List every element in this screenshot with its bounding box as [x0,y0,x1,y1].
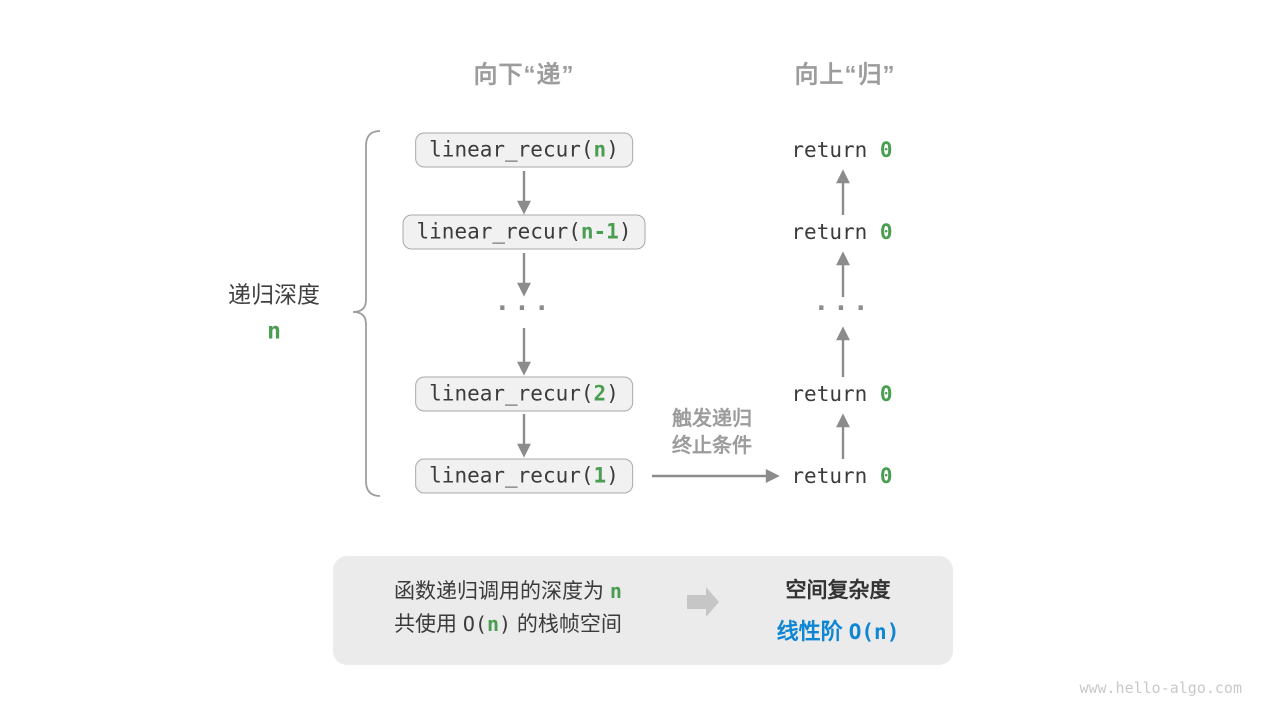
summary-text: 的栈帧空间 [511,613,622,636]
return-value: 0 [879,220,893,244]
return-value: 0 [879,138,893,162]
call-arg: 1 [593,463,607,488]
column-header-return: 向上“归” [794,61,896,89]
arrow-right-head-icon [765,469,780,483]
call-box-n: linear_recur(n) [415,132,633,168]
summary-arg: n [609,579,622,603]
arrow-up-head-icon [836,169,850,184]
column-header-recurse: 向下“递” [473,61,575,89]
summary-code: ) [499,612,512,636]
arrow-up-head-icon [836,251,850,266]
summary-panel [333,556,953,665]
call-text: ) [606,463,619,488]
return-row: return 0 [791,382,892,406]
base-case-label: 触发递归 终止条件 [672,406,752,460]
recursion-depth-value: n [267,318,281,345]
arrow-down-head-icon [517,361,531,376]
space-complexity-title: 空间复杂度 [785,579,891,602]
arrow-down-head-icon [517,200,531,215]
summary-line-1: 函数递归调用的深度为 n [394,575,622,605]
call-text: linear_recur( [416,219,581,244]
summary-text: 函数递归调用的深度为 [394,580,610,603]
recursion-depth-label: 递归深度 n [228,276,320,345]
call-text: linear_recur( [429,137,594,162]
summary-arg: n [487,612,500,636]
call-box-1: linear_recur(1) [415,458,633,494]
return-text: return [791,138,880,162]
depth-brace-icon [352,130,381,497]
complexity-order-label: 线性阶 [776,619,849,644]
ellipsis-right: ... [813,287,873,317]
complexity-notation: O(n) [848,620,900,644]
return-value: 0 [879,382,893,406]
return-row: return 0 [791,220,892,244]
call-box-n-1: linear_recur(n-1) [402,214,646,250]
call-box-2: linear_recur(2) [415,376,633,412]
base-case-label-line1: 触发递归 [672,408,752,430]
summary-text: 共使用 [394,613,463,636]
ellipsis-left: ... [494,287,554,317]
call-arg: n-1 [580,219,619,244]
arrow-down-head-icon [517,443,531,458]
recursion-depth-text: 递归深度 [228,281,320,308]
summary-line-2: 共使用 O(n) 的栈帧空间 [394,608,622,638]
call-text: ) [618,219,632,244]
arrow-up-head-icon [836,413,850,428]
return-text: return [791,464,880,488]
call-text: linear_recur( [429,463,594,488]
return-row: return 0 [791,464,892,488]
return-row: return 0 [791,138,892,162]
return-value: 0 [879,464,893,488]
call-text: ) [606,381,619,406]
call-arg: 2 [593,381,607,406]
call-arg: n [593,137,607,162]
summary-code: O( [462,612,487,636]
watermark: www.hello-algo.com [1079,679,1242,697]
return-text: return [791,382,880,406]
call-text: ) [606,137,619,162]
return-text: return [791,220,880,244]
space-complexity-value: 线性阶 O(n) [777,614,900,646]
base-case-arrow [652,469,780,483]
arrow-up-head-icon [836,326,850,341]
call-text: linear_recur( [429,381,594,406]
base-case-label-line2: 终止条件 [672,435,752,457]
